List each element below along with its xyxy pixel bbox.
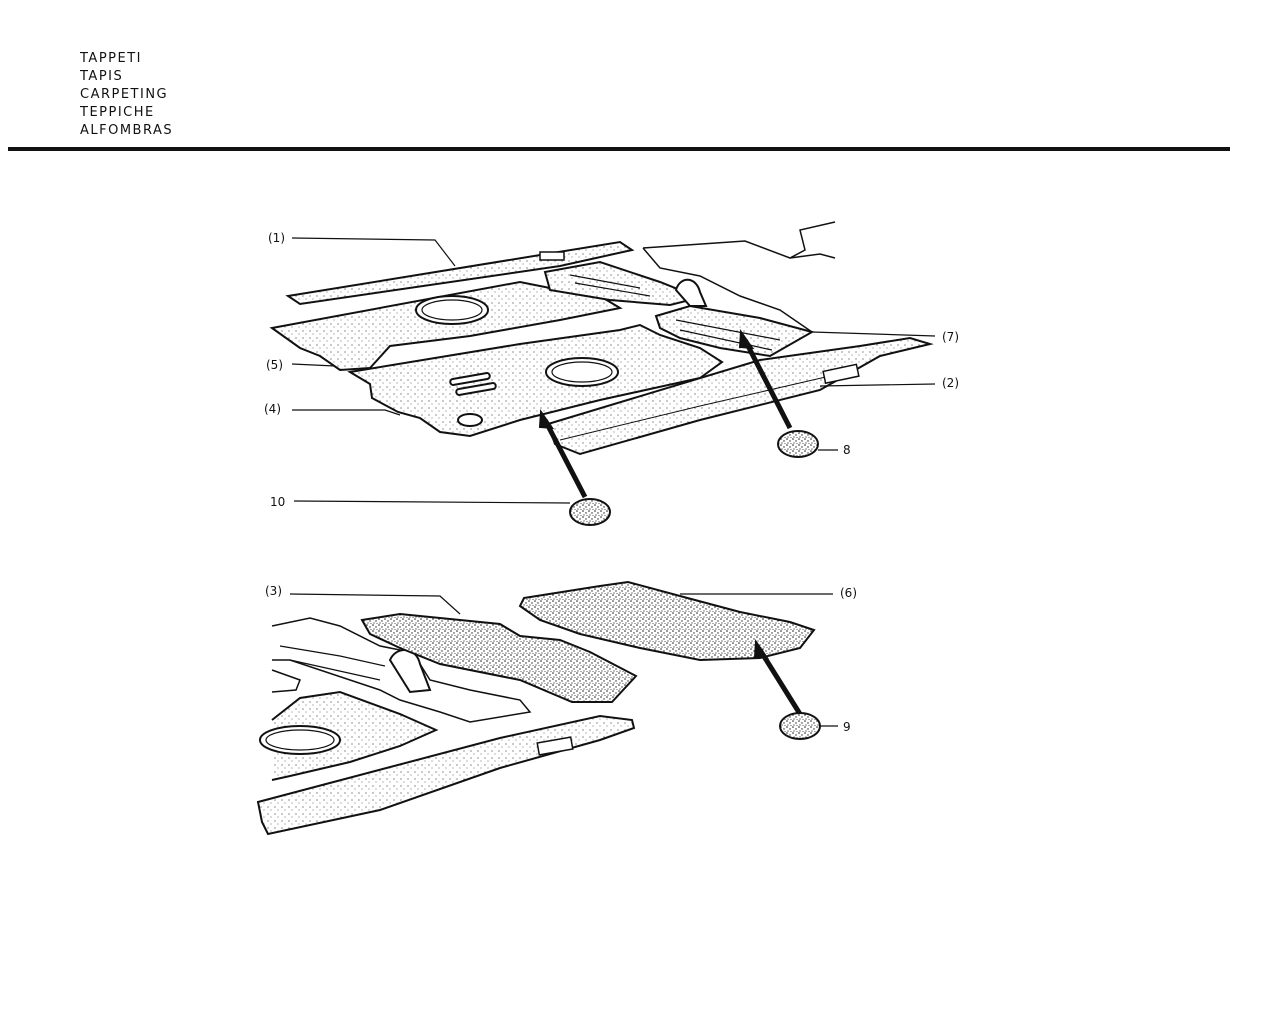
title-italian: TAPPETI [80, 51, 142, 66]
part-2-clip [822, 363, 860, 385]
callout-4: (4) [264, 402, 281, 416]
top-floor-assembly [269, 221, 934, 526]
callout-1: (1) [268, 231, 285, 245]
bottom-leaders [289, 593, 838, 727]
callout-2: (2) [942, 376, 959, 390]
callout-5: (5) [266, 358, 283, 372]
callout-10: 10 [270, 495, 285, 509]
part-2-sill-plate [546, 336, 934, 456]
callout-8: 8 [843, 443, 851, 457]
callout-3: (3) [265, 584, 282, 598]
arrow-10 [542, 418, 588, 499]
part-3-front-mat [360, 612, 638, 703]
callout-7: (7) [942, 330, 959, 344]
pad-10 [569, 498, 611, 526]
header-divider [8, 147, 1230, 151]
top-leaders [291, 237, 936, 504]
title-french: TAPIS [80, 69, 124, 84]
arrow-8 [742, 338, 793, 430]
pad-8 [777, 430, 819, 458]
page-title-block: TAPPETI TAPIS CARPETING TEPPICHE ALFOMBR… [80, 50, 173, 140]
title-english: CARPETING [80, 87, 169, 102]
title-german: TEPPICHE [80, 105, 155, 120]
floor-pan-outline [642, 221, 836, 333]
bottom-floor-assembly [256, 580, 821, 836]
part-4-main-carpet [347, 323, 724, 438]
arrow-9 [757, 648, 803, 716]
pad-9 [779, 712, 821, 740]
part-1-clip [539, 251, 565, 261]
callout-9: 9 [843, 720, 851, 734]
gear-boot [674, 278, 708, 307]
title-spanish: ALFOMBRAS [80, 123, 174, 138]
callout-6: (6) [840, 586, 857, 600]
part-6-rear-mat [518, 580, 816, 662]
sill-clip-lower [536, 736, 574, 756]
rear-carpet-lower [271, 690, 439, 781]
